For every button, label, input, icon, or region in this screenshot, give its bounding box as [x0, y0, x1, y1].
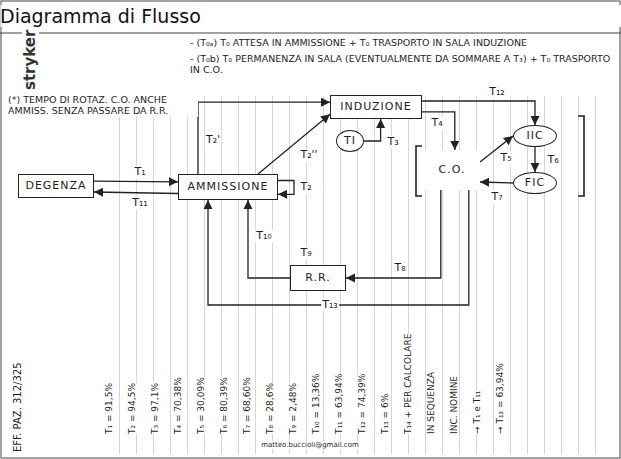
time-label: T₁₁ — [131, 197, 149, 210]
handwritten-note: - (T₀ₐ) T₀ ATTESA IN AMMISSIONE + T₀ TRA… — [190, 37, 615, 48]
flow-arrow — [346, 190, 441, 278]
flow-arrow — [534, 147, 535, 172]
percentage-note: T₃ = 97,1% — [150, 383, 160, 434]
percentage-note: T₄ = 70,38% — [173, 377, 183, 434]
percentage-note: T₁₄ + PER CALCOLARE — [403, 334, 413, 434]
time-label: T₅ — [499, 152, 512, 165]
percentage-note: → T₁ e T₁₁ — [472, 391, 482, 434]
time-label: T₁₃ — [321, 299, 339, 312]
time-label: T₁₂ — [488, 86, 506, 99]
percentage-note: T₁₃ = 6% — [380, 394, 390, 434]
flow-arrow — [94, 192, 178, 194]
handwritten-note: (*) TEMPO DI ROTAZ. C.O. ANCHE AMMISS. S… — [8, 94, 198, 117]
percentage-note: T₇ = 68,60% — [242, 377, 252, 434]
time-label: T₁₀ — [255, 230, 273, 243]
time-label: T₂' — [205, 134, 221, 147]
flow-arrow — [208, 190, 469, 305]
flow-arrow — [198, 102, 330, 174]
node-label: TI — [344, 134, 356, 147]
state-circle: TI — [336, 130, 364, 152]
percentage-note: INC. NOMINE — [449, 376, 459, 434]
title-rule — [0, 32, 621, 33]
percentage-note: T₂ = 94,5% — [127, 383, 137, 434]
flow-arrow — [248, 200, 290, 278]
state-circle: FIC — [513, 172, 557, 194]
time-label: T₈ — [393, 262, 406, 275]
time-label: T₆ — [546, 154, 559, 167]
time-label: T₃ — [386, 136, 399, 149]
percentage-note: T₁₁ = 63,94% — [334, 374, 344, 434]
node-label: FIC — [525, 176, 545, 189]
patient-count: EFF. PAZ. 312/325 — [12, 362, 24, 452]
process-box: R.R. — [290, 265, 346, 291]
watermark: matteo.buccioli@gmail.com — [261, 441, 359, 449]
percentage-note: T₅ = 30,09% — [196, 377, 206, 434]
flow-arrow — [258, 114, 330, 174]
handwritten-note: - (T₀b) T₀ PERMANENZA IN SALA (EVENTUALM… — [190, 53, 615, 76]
brand-mark: stryker — [22, 30, 39, 90]
node-label: C.O. — [439, 163, 466, 176]
percentage-note: T₁₀ = 13,36% — [311, 374, 321, 434]
flow-arrow — [480, 182, 513, 183]
time-label: T₇ — [490, 191, 503, 204]
state-circle: IIC — [513, 125, 557, 147]
percentage-note: T₉ = 2,48% — [288, 383, 298, 434]
node-label: R.R. — [305, 271, 331, 284]
flow-arrow — [422, 112, 455, 150]
process-box: DEGENZA — [18, 174, 94, 198]
node-label: AMMISSIONE — [188, 180, 269, 193]
time-label: T₂'' — [299, 149, 318, 162]
flow-arrow — [94, 181, 178, 183]
percentage-note: T₆ = 80,39% — [219, 377, 229, 434]
time-label: T₄ — [430, 117, 443, 130]
percentage-note: T₁ = 91,5% — [104, 383, 114, 434]
bracketed-node: C.O. — [424, 150, 480, 190]
time-label: T₉ — [300, 246, 311, 259]
node-label: DEGENZA — [25, 179, 86, 192]
time-label: T₁ — [133, 166, 146, 179]
time-label: T₂ — [299, 181, 312, 194]
flow-arrow — [278, 181, 294, 195]
ruled-paper — [110, 96, 605, 454]
process-box: INDUZIONE — [330, 95, 422, 119]
slide-title: Diagramma di Flusso — [0, 5, 621, 27]
node-label: INDUZIONE — [340, 100, 411, 113]
bracket — [578, 116, 584, 196]
percentage-note: IN SEQUENZA — [426, 372, 436, 434]
flow-arrow — [364, 119, 381, 141]
bracket — [416, 146, 422, 196]
percentage-note: T₈ = 28,6% — [265, 383, 275, 434]
percentage-note: T₁₂ = 74,39% — [357, 374, 367, 434]
process-box: AMMISSIONE — [178, 174, 278, 200]
percentage-note: → T₁₂ = 63,94% — [495, 363, 505, 434]
node-label: IIC — [526, 129, 543, 142]
